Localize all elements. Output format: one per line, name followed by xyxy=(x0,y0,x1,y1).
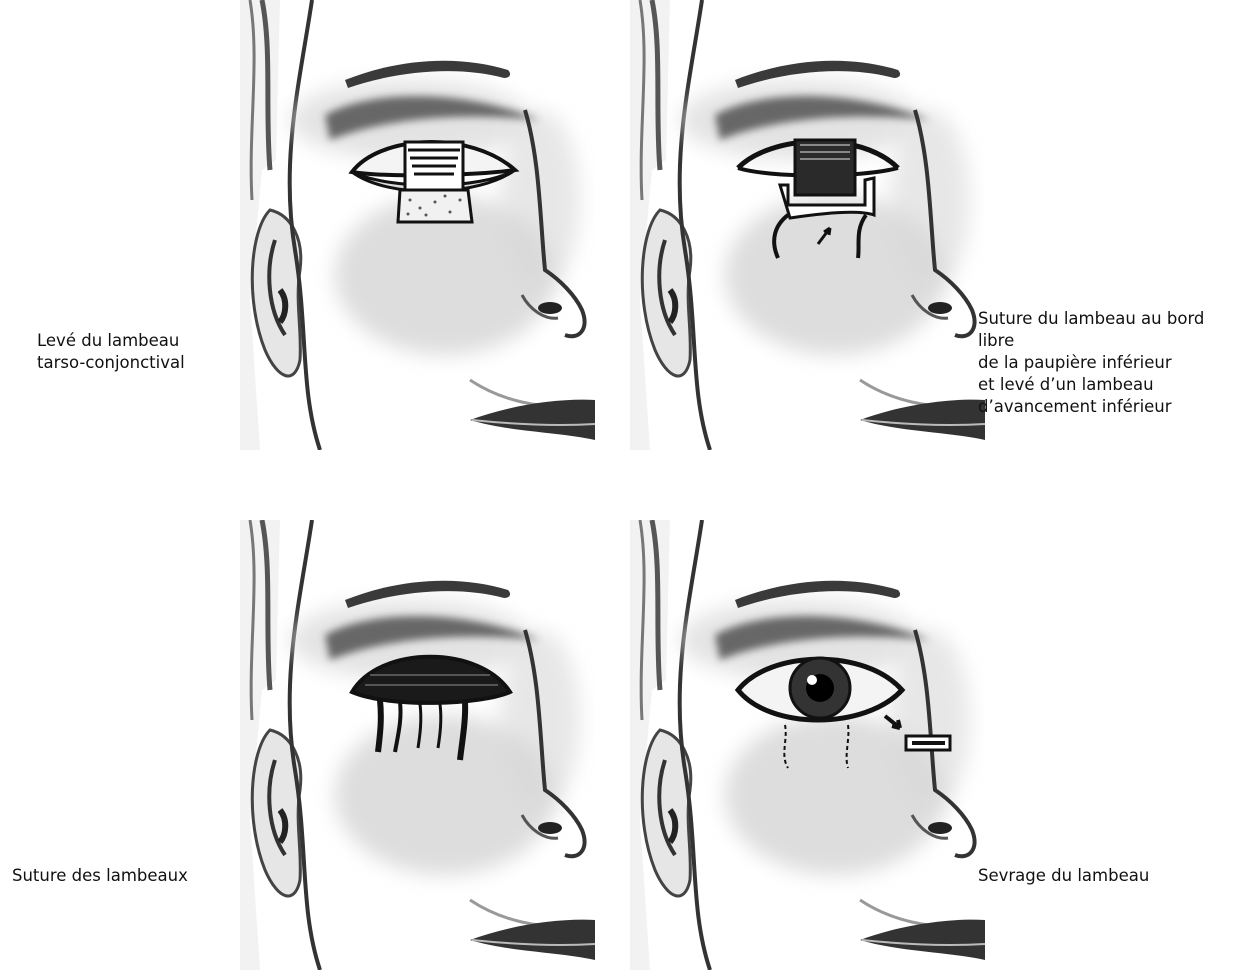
face-illustration-step-4 xyxy=(630,520,985,970)
panel-step-2 xyxy=(630,0,985,450)
caption-line: et levé d’un lambeau xyxy=(978,374,1204,396)
face-illustration-step-1 xyxy=(240,0,595,450)
caption-line: libre xyxy=(978,330,1204,352)
face-illustration-step-2 xyxy=(630,0,985,450)
caption-line: Suture des lambeaux xyxy=(12,865,188,887)
panel-step-4 xyxy=(630,520,985,970)
panel-step-3 xyxy=(240,520,595,970)
caption-line: Levé du lambeau xyxy=(37,330,185,352)
caption-step-1: Levé du lambeau tarso-conjonctival xyxy=(37,330,185,374)
caption-step-2: Suture du lambeau au bord libre de la pa… xyxy=(978,308,1204,418)
face-illustration-step-3 xyxy=(240,520,595,970)
caption-step-3: Suture des lambeaux xyxy=(12,865,188,887)
caption-line: Suture du lambeau au bord xyxy=(978,308,1204,330)
caption-line: tarso-conjonctival xyxy=(37,352,185,374)
caption-line: Sevrage du lambeau xyxy=(978,865,1149,887)
panel-step-1 xyxy=(240,0,595,450)
caption-step-4: Sevrage du lambeau xyxy=(978,865,1149,887)
caption-line: d’avancement inférieur xyxy=(978,396,1204,418)
caption-line: de la paupière inférieur xyxy=(978,352,1204,374)
